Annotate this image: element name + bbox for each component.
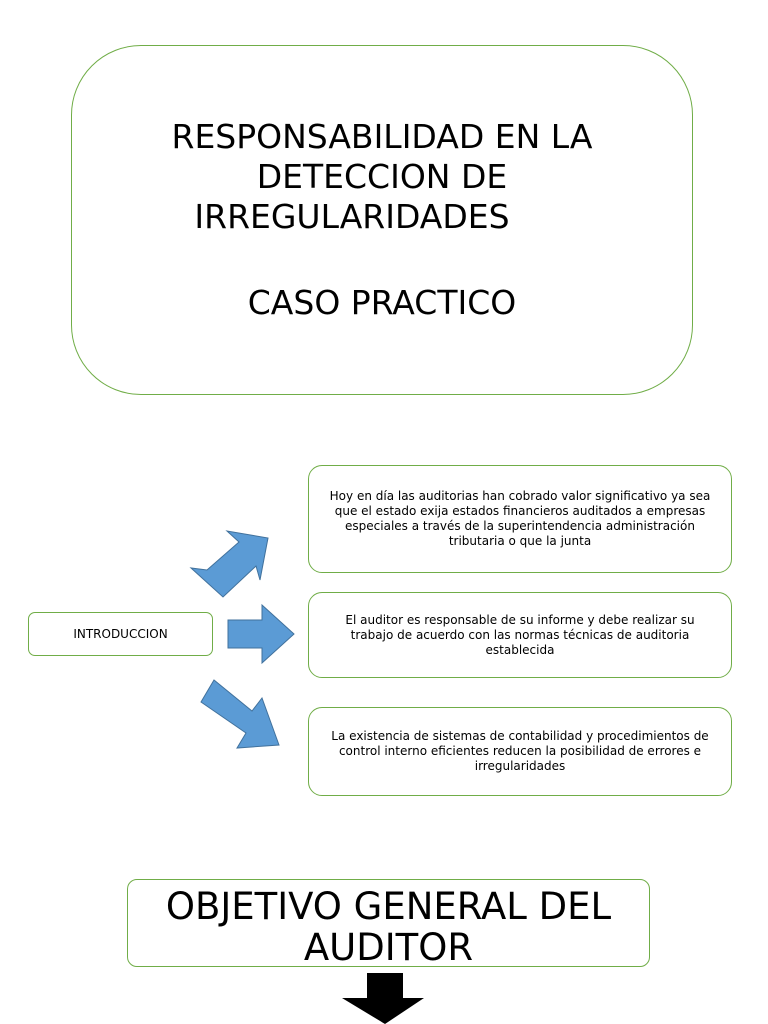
arrow-up-right (189, 530, 269, 598)
note-box-1: Hoy en día las auditorias han cobrado va… (308, 465, 732, 573)
introduccion-box: INTRODUCCION (28, 612, 213, 656)
objective-label: OBJETIVO GENERAL DEL AUDITOR (165, 885, 612, 969)
arrow-right (227, 603, 295, 665)
note-box-2: El auditor es responsable de su informe … (308, 592, 732, 678)
note-text-2: El auditor es responsable de su informe … (345, 612, 695, 657)
title-text: RESPONSABILIDAD EN LA DETECCION DE IRREG… (172, 117, 593, 323)
arrow-down (342, 973, 424, 1024)
note-box-3: La existencia de sistemas de contabilida… (308, 707, 732, 796)
title-line-2: DETECCION DE (256, 157, 508, 196)
title-subtitle: CASO PRACTICO (247, 283, 517, 322)
title-line-1: RESPONSABILIDAD EN LA (171, 117, 593, 156)
title-line-3: IRREGULARIDADES (194, 197, 510, 236)
title-box: RESPONSABILIDAD EN LA DETECCION DE IRREG… (71, 45, 693, 395)
introduccion-label: INTRODUCCION (73, 627, 168, 641)
arrow-down-right (200, 679, 280, 749)
note-text-1: Hoy en día las auditorias han cobrado va… (329, 489, 711, 548)
note-text-3: La existencia de sistemas de contabilida… (331, 729, 709, 773)
objective-box: OBJETIVO GENERAL DEL AUDITOR (127, 879, 650, 969)
